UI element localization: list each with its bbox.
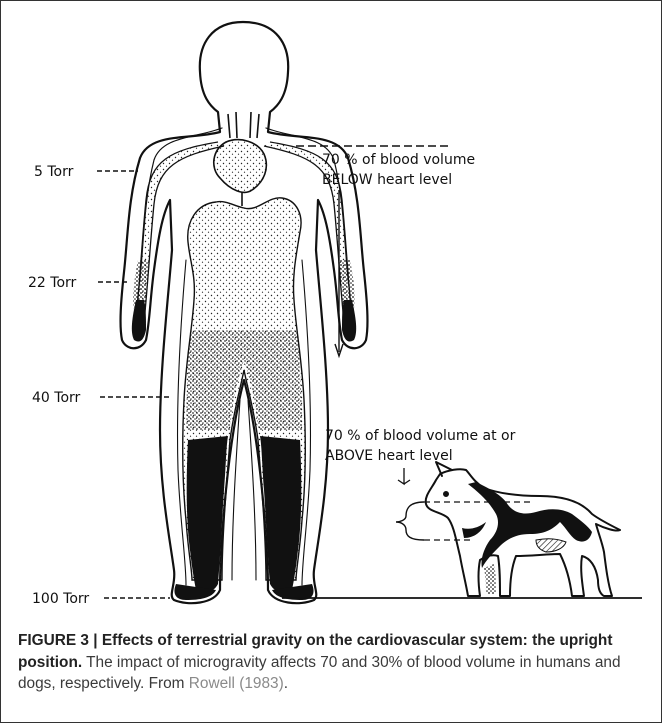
dog-eye <box>444 492 448 496</box>
torr-label-100: 100 Torr <box>32 591 89 607</box>
dog-leg-stipple <box>484 564 496 594</box>
torr-label-5: 5 Torr <box>34 164 74 180</box>
dog-belly-hatch <box>536 539 566 552</box>
torr-label-22: 22 Torr <box>28 275 77 291</box>
dog-note-line2: ABOVE heart level <box>325 448 453 464</box>
caption-body: The impact of microgravity affects 70 an… <box>18 654 621 693</box>
heart <box>214 140 267 193</box>
human-note-line1: 70 % of blood volume <box>322 152 475 168</box>
physiology-illustration: 5 Torr 22 Torr 40 Torr 100 Torr 70 % of … <box>0 0 664 612</box>
dog-ear <box>436 462 452 476</box>
torr-label-40: 40 Torr <box>32 390 81 406</box>
dog-note-brace <box>396 502 424 540</box>
figure-caption: FIGURE 3 | Effects of terrestrial gravit… <box>18 630 648 695</box>
dog-chest-stripe <box>462 522 486 538</box>
dog-note-line1: 70 % of blood volume at or <box>325 428 516 444</box>
caption-end: . <box>284 675 288 692</box>
dog-note-pointer <box>398 468 410 484</box>
human-note-line2: BELOW heart level <box>322 172 452 188</box>
caption-reference-link[interactable]: Rowell (1983) <box>189 675 284 692</box>
neck-vessels <box>228 112 259 138</box>
